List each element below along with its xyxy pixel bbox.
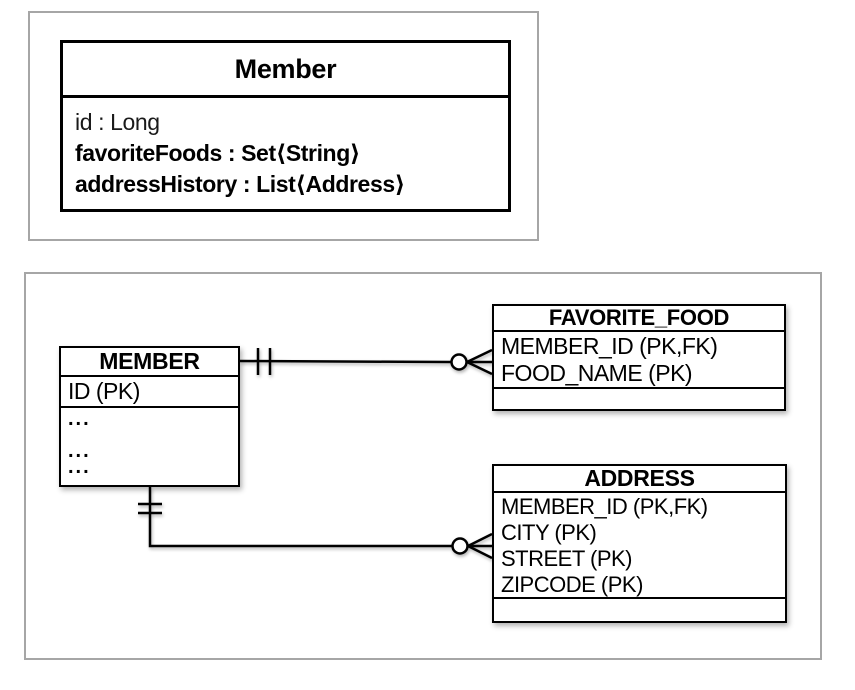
er-column-member-id: MEMBER_ID (PK,FK) [501,494,708,519]
zero-or-many-crowfoot-icon [453,534,493,558]
er-table-member-title: MEMBER [61,348,238,377]
er-table-favorite-food: FAVORITE_FOOD MEMBER_ID (PK,FK) FOOD_NAM… [492,304,786,411]
zero-or-many-crowfoot-icon [452,350,493,374]
ellipsis-row: ... [68,456,91,478]
er-table-empty-row [494,599,785,621]
one-cardinality-icon [258,348,270,375]
uml-attribute-favorite-foods: favoriteFoods : Set⟨String⟩ [75,140,360,166]
erd-panel: MEMBER ID (PK) ... ... ... FAVORITE_FOOD… [24,272,822,660]
uml-class-title: Member [63,43,508,98]
er-column-city: CITY (PK) [501,520,597,545]
relationship-lines-layer [26,274,820,658]
er-table-member-ellipsis-rows: ... ... ... [61,408,238,478]
er-column-food-name: FOOD_NAME (PK) [501,360,693,386]
er-table-favorite-food-title: FAVORITE_FOOD [494,306,784,332]
er-column-street: STREET (PK) [501,546,633,571]
relationship-line [240,361,451,362]
er-table-member-pk-row: ID (PK) [61,377,238,408]
er-column-member-id: MEMBER_ID (PK,FK) [501,333,718,359]
uml-attribute-id: id : Long [75,109,160,135]
er-table-address-title: ADDRESS [494,466,785,493]
uml-class-member: Member id : Long favoriteFoods : Set⟨Str… [60,40,511,212]
uml-panel: Member id : Long favoriteFoods : Set⟨Str… [28,11,539,241]
ellipsis-row: ... [68,408,91,430]
er-column-id: ID (PK) [68,378,140,404]
ellipsis-row: ... [68,440,91,462]
one-cardinality-icon [138,504,162,513]
er-column-zipcode: ZIPCODE (PK) [501,572,643,597]
er-table-favorite-food-columns: MEMBER_ID (PK,FK) FOOD_NAME (PK) [494,332,784,389]
er-table-address: ADDRESS MEMBER_ID (PK,FK) CITY (PK) STRE… [492,464,787,623]
relationship-member-favorite-food [240,348,492,375]
uml-attribute-list: id : Long favoriteFoods : Set⟨String⟩ ad… [63,98,508,200]
relationship-line [150,487,452,546]
er-table-member: MEMBER ID (PK) ... ... ... [59,346,240,487]
uml-attribute-address-history: addressHistory : List⟨Address⟩ [75,171,405,197]
er-table-empty-row [494,389,784,409]
relationship-member-address [138,487,492,558]
er-table-address-columns: MEMBER_ID (PK,FK) CITY (PK) STREET (PK) … [494,493,785,599]
